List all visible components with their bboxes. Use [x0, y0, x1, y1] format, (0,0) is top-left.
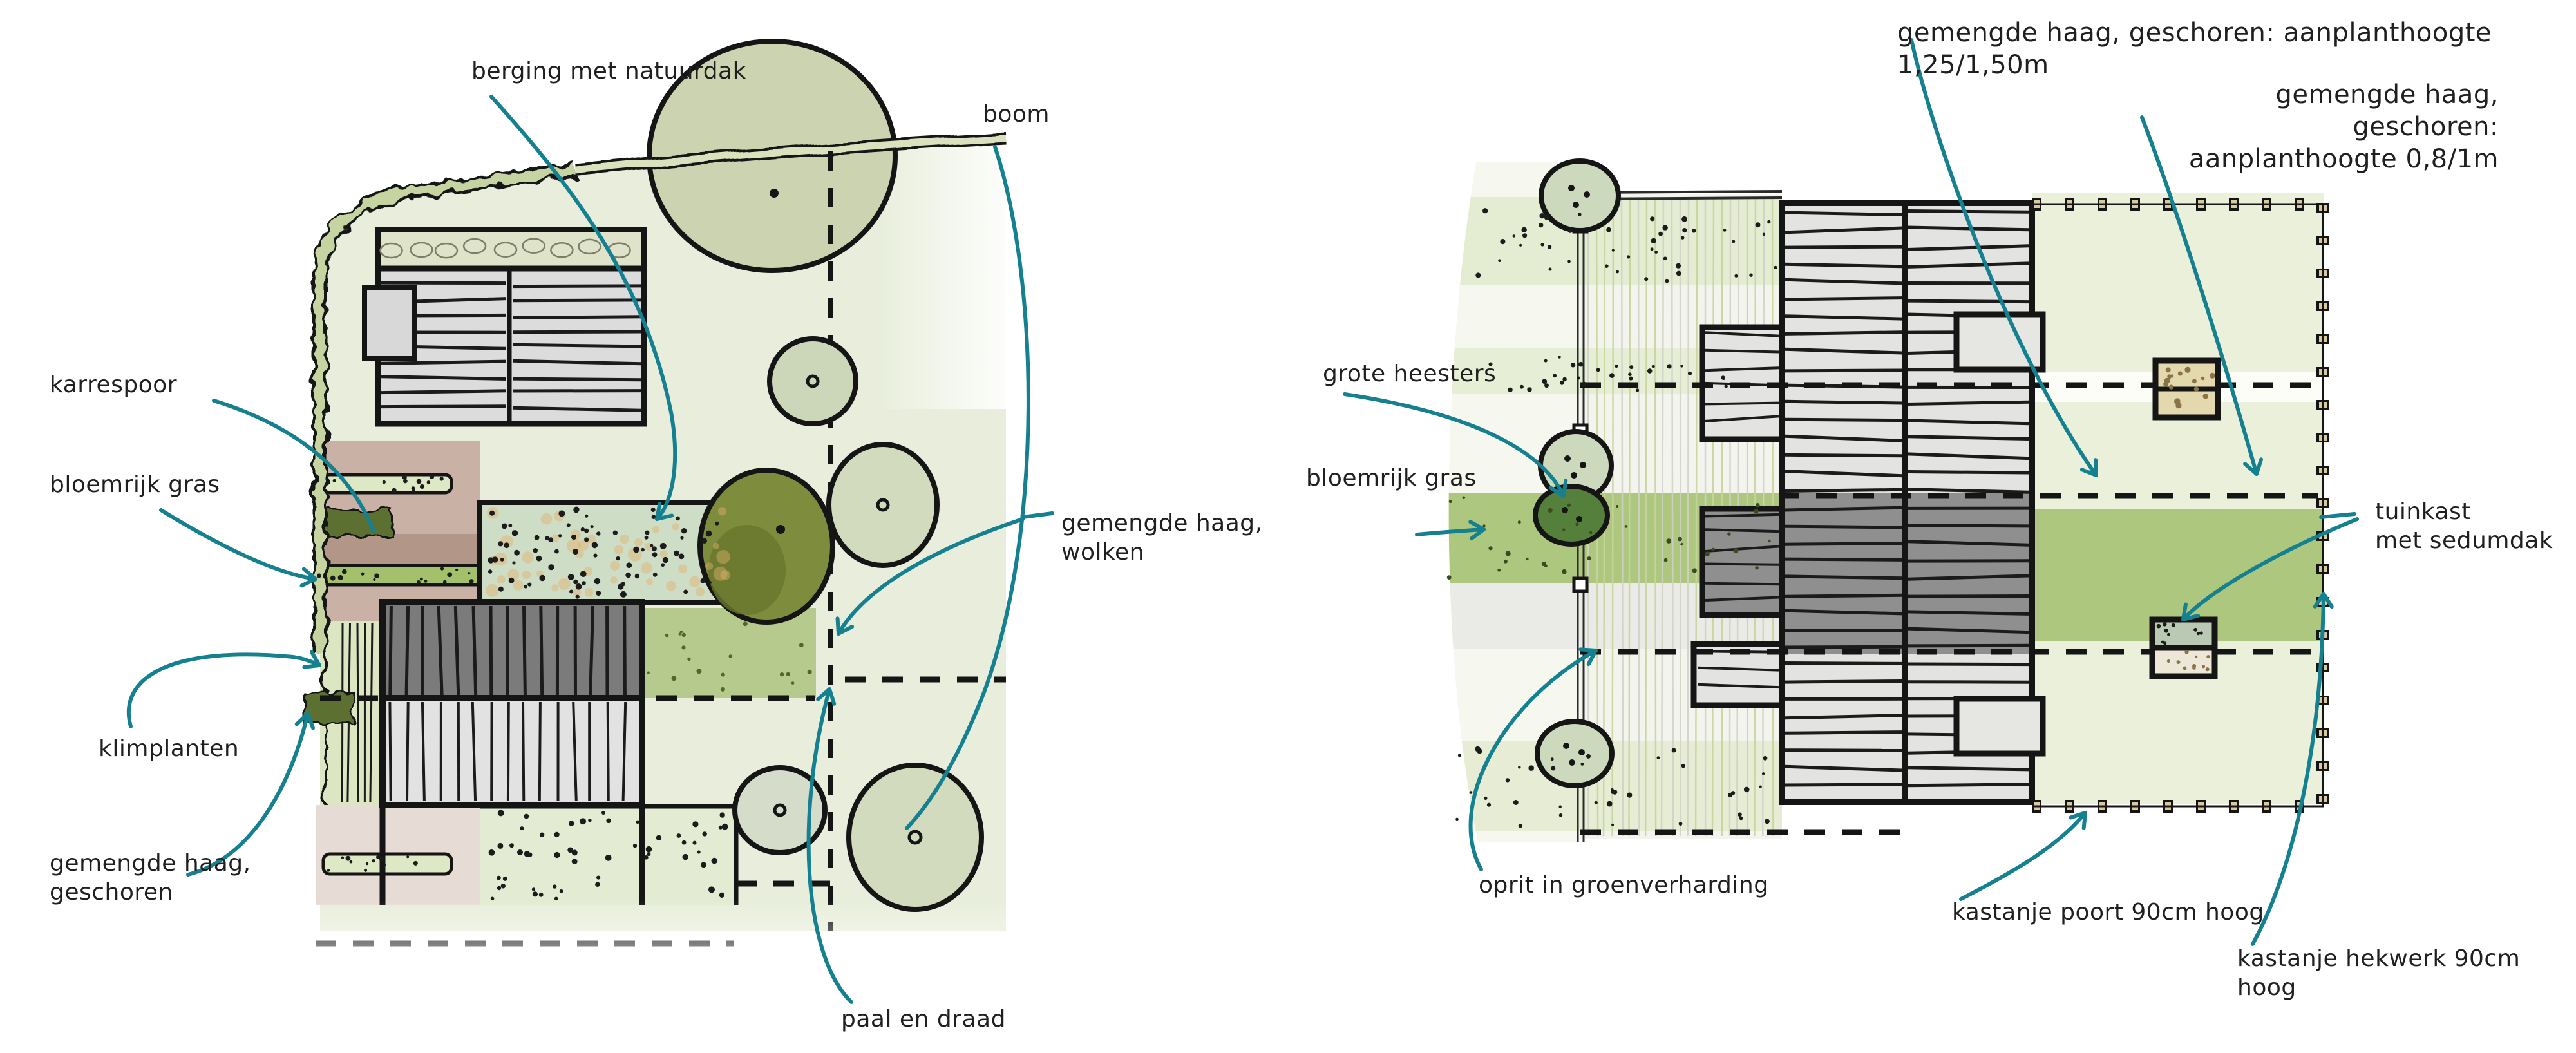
arrow-paal-en-draad [806, 687, 853, 1004]
boundary-hedge [312, 162, 576, 654]
arrow-oprit [1468, 647, 1598, 871]
barn-green-roof [375, 227, 647, 271]
arrow-karrespoor [212, 399, 375, 533]
meadow-band [477, 500, 739, 605]
arrow-boom [905, 145, 1030, 830]
house-annex [1953, 311, 2046, 373]
label-bloemrijk-gras-right: bloemrijk gras [1306, 465, 1477, 491]
shrub-icon [1539, 158, 1621, 233]
label-bloemrijk-gras-left: bloemrijk gras [50, 471, 220, 498]
arrow-haag-08-1 [2140, 115, 2264, 476]
arrow-bloemrijk-gras-left [159, 508, 317, 588]
arrow-haag-wolken [835, 517, 1025, 636]
tree-icon [767, 336, 858, 426]
arrow-haag-wolken-dash [1021, 511, 1054, 519]
tree-icon [732, 765, 828, 855]
dark-tree-icon [697, 468, 835, 625]
label-gemengde-haag-geschoren: gemengde haag, geschoren [50, 850, 251, 906]
label-paal-en-draad: paal en draad [841, 1006, 1006, 1032]
wash-fade-bottom [303, 900, 1011, 991]
dark-shrub-icon [1533, 484, 1610, 547]
arrow-berging [489, 95, 677, 521]
label-gemengde-haag-wolken: gemengde haag, wolken [1061, 510, 1263, 565]
right-plan [1448, 158, 2331, 842]
bloemrijk-gras-strip [314, 564, 482, 587]
barn-annex [362, 285, 417, 361]
arrow-tuinkast [2181, 517, 2359, 621]
tree-icon [846, 763, 984, 912]
kastanje-hekwerk-fence [2032, 196, 2331, 815]
label-karrespoor: karrespoor [50, 372, 178, 398]
house-annex [1953, 696, 2046, 757]
arrow-klimplanten [126, 650, 321, 728]
barn-building [362, 227, 647, 427]
texture-speckles [316, 208, 2215, 901]
tree-icon [826, 442, 940, 568]
arrow-bloemrijk-gras-right [1415, 520, 1486, 541]
arrow-kastanje-hekwerk [2251, 592, 2334, 946]
label-kastanje-hekwerk: kastanje hekwerk 90cm hoog [2237, 945, 2521, 1001]
klimplanten-band [303, 621, 391, 805]
arrow-haag-geschoren-left [186, 712, 316, 877]
arrow-haag-125-150 [1909, 38, 2098, 477]
label-haag-125-150: gemengde haag, geschoren: aanplanthoogte… [1897, 18, 2492, 80]
left-plan [303, 39, 1011, 991]
label-haag-08-1: gemengde haag, geschoren: aanplanthoogte… [2188, 80, 2499, 174]
label-grote-heesters: grote heesters [1323, 361, 1497, 387]
label-klimplanten: klimplanten [99, 735, 240, 762]
label-oprit-in-groenverharding: oprit in groenverharding [1479, 872, 1769, 898]
house-building-left [379, 599, 645, 905]
label-boom: boom [983, 101, 1050, 128]
arrow-kastanje-poort [1959, 811, 2087, 901]
arrow-grote-heesters [1343, 392, 1568, 498]
karrespoor-track-lower [316, 805, 480, 905]
karrespoor-track [312, 441, 482, 622]
shrub-icon [1535, 719, 1615, 788]
boundary-ditch [574, 132, 1007, 176]
grass-area [642, 608, 816, 698]
house-building-right [1690, 200, 2035, 805]
annotation-arrows [126, 38, 2359, 1004]
label-kastanje-poort: kastanje poort 90cm hoog [1952, 899, 2264, 925]
label-berging-met-natuurdak: berging met natuurdak [471, 58, 746, 84]
wash-fade [876, 132, 1006, 409]
label-tuinkast-met-sedumdak: tuinkast met sedumdak [2375, 498, 2553, 554]
arrow-tuinkast-dash [2319, 512, 2356, 519]
